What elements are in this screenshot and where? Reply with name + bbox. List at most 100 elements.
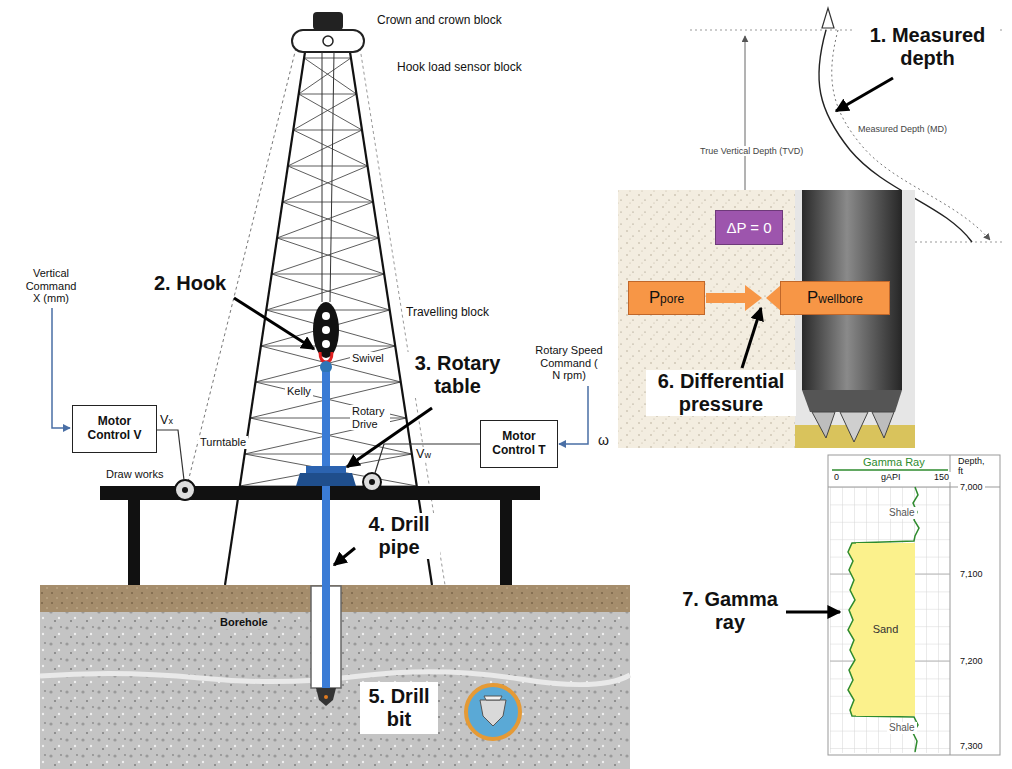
label-slot: 150 [932,472,951,482]
sheave [322,312,330,320]
label-slot: ω [596,432,611,448]
part-label: Rotary Drive [350,405,390,430]
lattice-strut [277,238,379,239]
wheel-hub [369,479,375,485]
command-line [52,308,70,428]
cable [322,52,323,302]
label-slot: Vertical Command X (mm) [22,267,80,305]
rotary-drive-wheel [363,473,381,491]
box-text: Pwellbore [807,288,863,307]
log-frame [828,455,1000,755]
dimension-label: Measured Depth (MD) [856,124,949,134]
label-slot: 6. Differential pressure [646,370,796,416]
label-slot: gAPI [879,472,903,482]
part-label: Kelly [285,385,313,398]
callout-number: 6. Differential pressure [646,370,796,416]
drive-line [375,444,480,473]
signal-label: Vw [414,447,433,461]
pressure-box: Ppore [628,281,705,315]
label-slot: 7,100 [958,569,985,579]
lattice-strut [299,94,362,130]
lattice-strut [288,166,368,167]
drill-pipe [322,372,330,688]
hook [320,352,332,362]
draw-works-drum [175,480,195,500]
depth-value: 7,300 [958,741,985,751]
label-slot: Shale [887,722,917,734]
lattice-strut [282,202,373,203]
drill-bit [316,688,336,706]
motor-control-box: Motor Control V [72,405,157,453]
axis-unit: gAPI [879,472,903,482]
label-slot: 4. Drill pipe [358,513,440,559]
lattice-strut [245,454,417,486]
swivel [320,361,332,373]
track-title: Gamma Ray [861,456,927,469]
lattice-strut [272,238,379,274]
wellbore [795,190,915,448]
label-slot: Turntable [198,436,248,449]
gamma-curve [848,487,919,752]
label-slot: 7,300 [958,741,985,751]
label-slot: Depth, ft [956,456,992,477]
pressure-box: ΔP = 0 [715,210,783,245]
track-line [832,469,948,471]
motor-control-box: Motor Control T [480,420,558,468]
label-slot: True Vertical Depth (TVD) [698,146,805,156]
callout-number: 1. Measured depth [855,24,1000,70]
box-text: Motor Control T [485,430,553,458]
rig-floor [100,486,540,500]
label-slot: 7. Gamma ray [676,588,784,634]
label-slot: Gamma Ray [861,456,927,469]
drum-hub [182,487,188,493]
bit-cone [872,412,894,438]
bit-nozzle [324,695,328,699]
label-slot: 3. Rotary table [405,352,510,398]
callout-number: 7. Gamma ray [676,588,784,634]
cable [330,52,334,302]
callout-number: 4. Drill pipe [358,513,440,559]
log-grid [830,487,950,753]
callout-number: 2. Hook [152,272,228,295]
part-label: Hook load sensor block [395,61,524,75]
lattice-strut [293,94,356,130]
lattice-strut [282,202,378,238]
label-slot: Borehole [218,616,270,629]
label-slot: Vw [414,447,433,461]
label-slot: Swivel [350,352,386,365]
log-rule [950,455,951,755]
label-slot: 7,000 [958,482,985,492]
sand-fill [848,543,915,716]
label-slot: Draw works [104,468,165,481]
pressure-arrow [706,293,746,303]
box-text: Sand [873,623,899,636]
label-slot: 0 [832,472,841,482]
crown-cap [313,12,343,30]
label-slot: Shale [887,507,917,519]
lattice-strut [304,58,356,94]
label-slot: Crown and crown block [375,14,504,28]
box-text: Ppore [649,288,684,307]
lithology-label: Shale [887,507,917,519]
box-text: ΔP = 0 [726,219,771,236]
bit-icon-shape [484,696,502,700]
label-slot: 7,200 [958,656,985,666]
lattice-strut [293,130,362,131]
formation [618,190,915,448]
lattice-strut [288,130,362,166]
lattice-strut [293,130,367,166]
label-slot: Travelling block [404,306,491,320]
lattice-strut [277,202,373,238]
part-label: Crown and crown block [375,14,504,28]
label-slot: Rotary Drive [350,405,390,430]
label-slot: Rotary Speed Command ( N rpm) [533,344,605,382]
pressure-arrow [745,285,762,311]
rig-symbol [822,8,834,28]
part-label: Travelling block [404,306,491,320]
crown-block [292,30,364,52]
depth-value: 7,000 [958,482,985,492]
part-label: Swivel [350,352,386,365]
axis-value: 0 [832,472,841,482]
